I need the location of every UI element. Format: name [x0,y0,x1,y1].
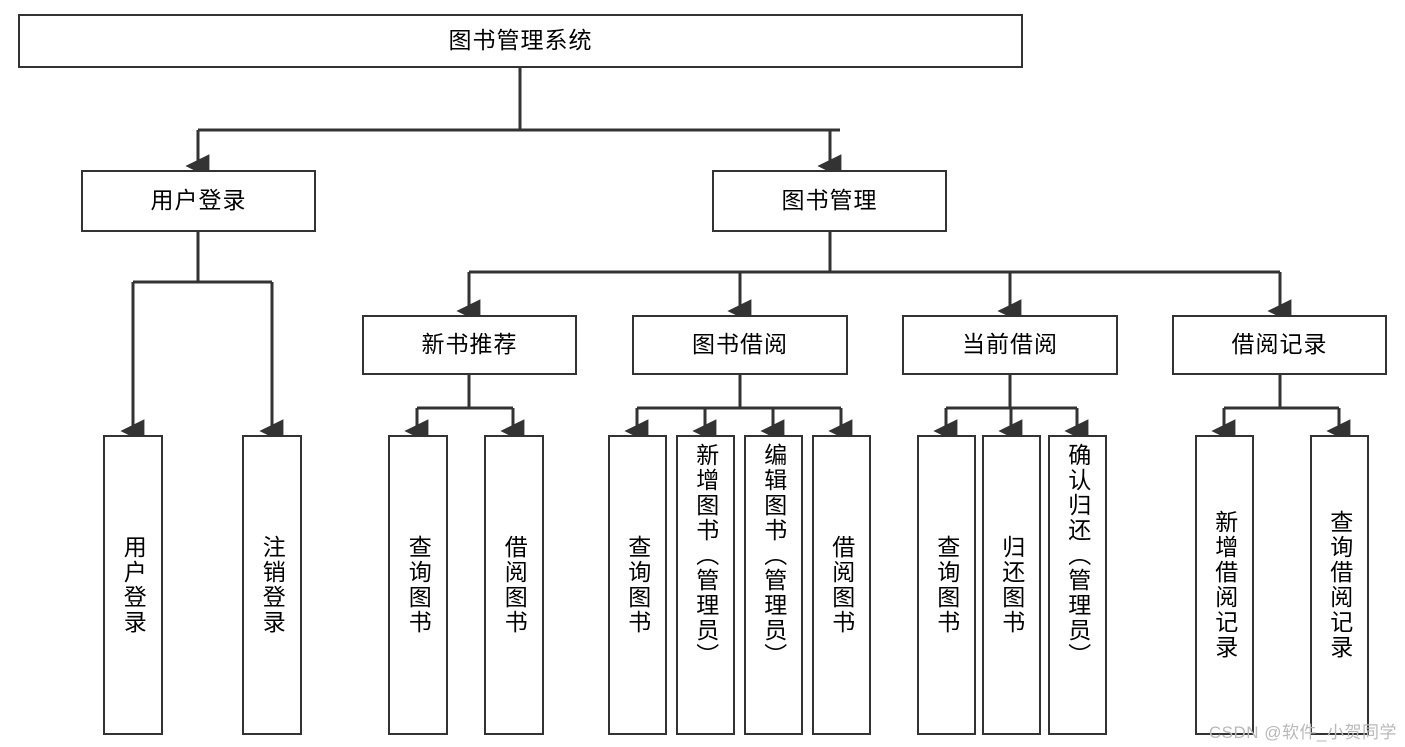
node-book-borrow-label: 图书借阅 [692,331,788,358]
node-leaf-query-book-3-label: 查询图书 [933,535,960,635]
node-leaf-edit-book[interactable]: 编辑图书（管理员） [744,435,803,735]
node-leaf-confirm-return-label: 确认归还（管理员） [1064,443,1091,668]
node-current-borrow[interactable]: 当前借阅 [902,315,1118,375]
node-leaf-logout[interactable]: 注销登录 [242,435,302,735]
node-leaf-add-book[interactable]: 新增图书（管理员） [676,435,735,735]
node-book-management[interactable]: 图书管理 [712,170,947,232]
leaf-borrow-book-2-inner: 借阅图书 [814,443,869,727]
node-leaf-edit-book-label: 编辑图书（管理员） [760,443,787,668]
leaf-borrow-book-1-inner: 借阅图书 [486,443,542,727]
leaf-add-record-inner: 新增借阅记录 [1197,443,1252,727]
node-leaf-add-record-label: 新增借阅记录 [1211,510,1238,660]
node-leaf-query-book-2-label: 查询图书 [624,535,651,635]
node-leaf-borrow-book-2-label: 借阅图书 [828,535,855,635]
node-new-book-recommend-label: 新书推荐 [421,331,518,358]
node-borrow-record-label: 借阅记录 [1231,331,1328,358]
node-leaf-return-book[interactable]: 归还图书 [982,435,1041,735]
node-user-login[interactable]: 用户登录 [81,170,316,232]
node-leaf-add-record[interactable]: 新增借阅记录 [1195,435,1254,735]
node-leaf-user-login[interactable]: 用户登录 [103,435,163,735]
node-book-borrow[interactable]: 图书借阅 [632,315,848,375]
leaf-logout-inner: 注销登录 [244,443,300,727]
node-leaf-query-book-1[interactable]: 查询图书 [388,435,448,735]
node-leaf-query-book-3[interactable]: 查询图书 [917,435,976,735]
node-current-borrow-label: 当前借阅 [962,331,1058,358]
leaf-user-login-inner: 用户登录 [105,443,161,727]
leaf-return-book-inner: 归还图书 [984,443,1039,727]
node-book-management-label: 图书管理 [781,187,878,214]
watermark-text: CSDN @软件_小贺同学 [1208,723,1397,742]
node-leaf-borrow-book-2[interactable]: 借阅图书 [812,435,871,735]
node-leaf-user-login-label: 用户登录 [120,535,147,635]
node-leaf-confirm-return[interactable]: 确认归还（管理员） [1048,435,1107,735]
node-leaf-logout-label: 注销登录 [259,535,286,635]
node-leaf-add-book-label: 新增图书（管理员） [692,443,719,668]
node-leaf-borrow-book-1[interactable]: 借阅图书 [484,435,544,735]
leaf-query-book-3-inner: 查询图书 [919,443,974,727]
node-leaf-return-book-label: 归还图书 [998,535,1025,635]
node-borrow-record[interactable]: 借阅记录 [1172,315,1387,375]
node-root-label: 图书管理系统 [448,27,593,54]
leaf-query-record-inner: 查询借阅记录 [1312,443,1367,727]
node-leaf-query-book-1-label: 查询图书 [405,535,432,635]
leaf-query-book-2-inner: 查询图书 [610,443,665,727]
node-new-book-recommend[interactable]: 新书推荐 [362,315,577,375]
leaf-query-book-1-inner: 查询图书 [390,443,446,727]
node-leaf-borrow-book-1-label: 借阅图书 [501,535,528,635]
node-user-login-label: 用户登录 [150,187,247,214]
node-leaf-query-record-label: 查询借阅记录 [1326,510,1353,660]
node-leaf-query-book-2[interactable]: 查询图书 [608,435,667,735]
node-root[interactable]: 图书管理系统 [18,14,1023,68]
node-leaf-query-record[interactable]: 查询借阅记录 [1310,435,1369,735]
